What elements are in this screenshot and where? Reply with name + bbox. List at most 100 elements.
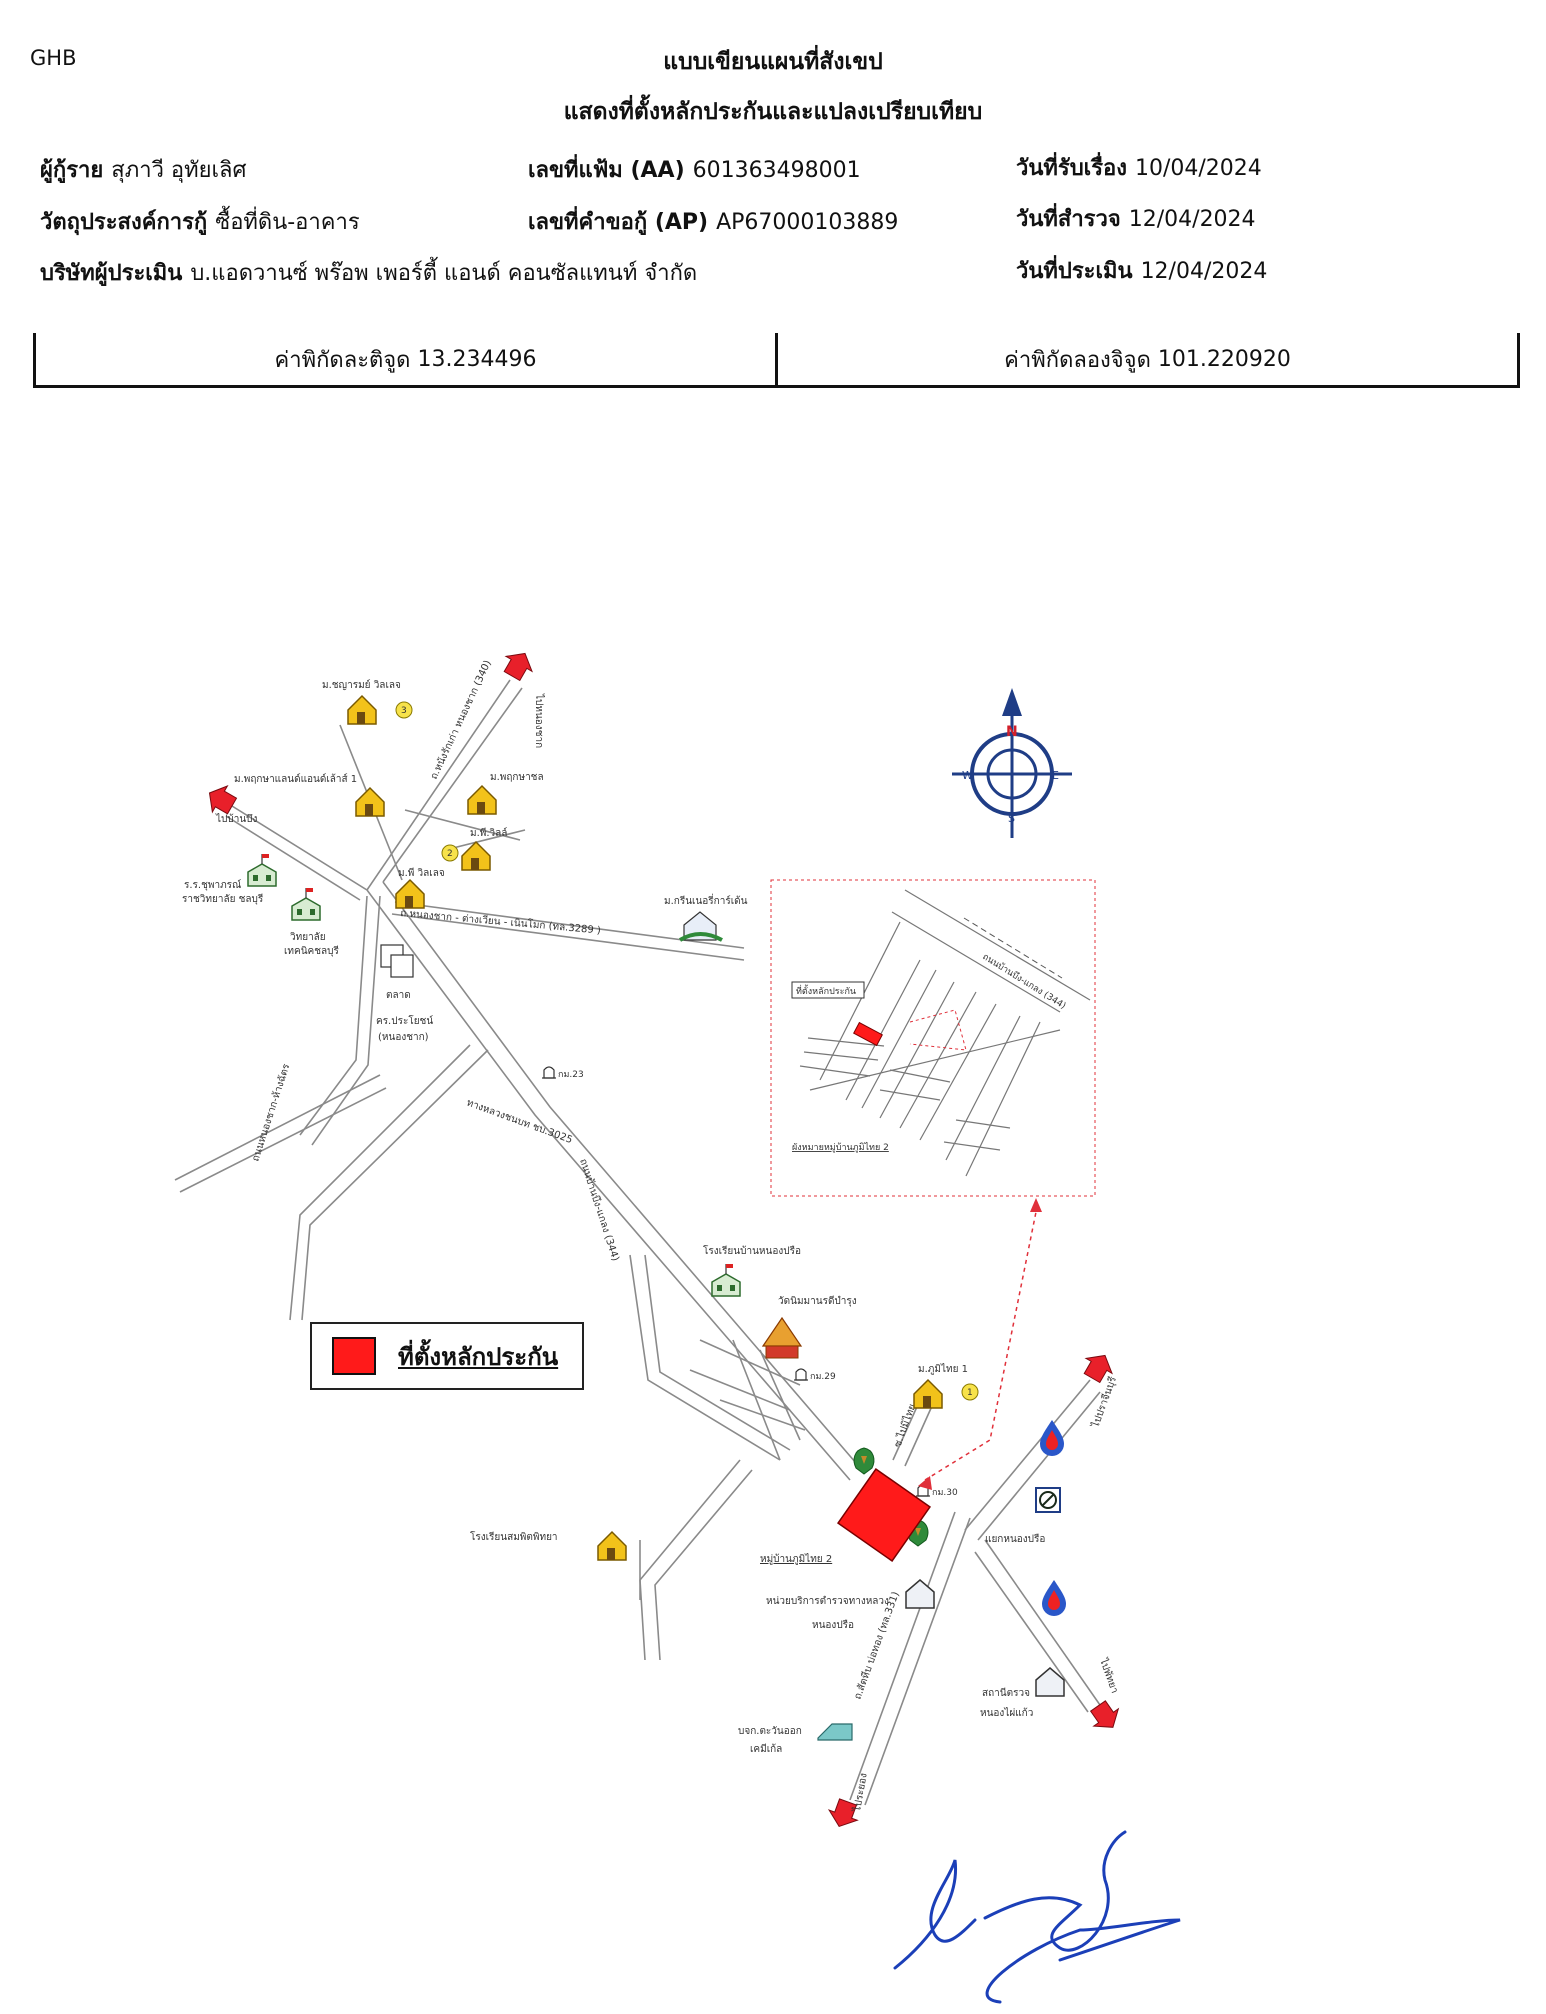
longitude-value: 101.220920 xyxy=(1157,346,1291,372)
file-no-value: 601363498001 xyxy=(692,158,861,183)
num-3-label: 3 xyxy=(401,706,407,716)
college-label-1: วิทยาลัย xyxy=(290,932,326,943)
station-label-1: สถานีตรวจ xyxy=(982,1687,1030,1699)
request-no-value: AP67000103889 xyxy=(716,210,899,235)
police-label-1: หน่วยบริการตำรวจทางหลวง xyxy=(766,1596,889,1607)
college-icon xyxy=(291,887,321,921)
direction-label-rayong: ไประยอง xyxy=(851,1772,870,1813)
village-label-pruksa-land: ม.พฤกษาแลนด์แอนด์เล้าส์ 1 xyxy=(234,773,357,785)
corner-code: GHB xyxy=(30,46,77,70)
temple-icon xyxy=(761,1316,803,1359)
school-label-nongpruek: โรงเรียนบ้านหนองปรือ xyxy=(703,1244,801,1257)
village-pv-icon: 2 xyxy=(441,841,491,871)
village-green-icon xyxy=(678,911,723,942)
appraisal-date-value: 12/04/2024 xyxy=(1140,259,1268,284)
soi-label-bhumi: ซ.ไปมิไทย xyxy=(892,1402,919,1449)
purpose-label: วัตถุประสงค์การกู้ xyxy=(40,210,208,235)
tree-icon xyxy=(853,1447,875,1475)
inset-connector-line xyxy=(924,1211,1037,1481)
file-no-label: เลขที่แฟ้ม (AA) xyxy=(528,158,685,183)
document-subtitle: แสดงที่ตั้งหลักประกันและแปลงเปรียบเทียบ xyxy=(563,99,983,125)
compass-s-label: S xyxy=(1008,812,1015,825)
temple-label: วัดนิมมานรดีบำรุง xyxy=(778,1295,857,1307)
inset-map: ที่ตั้งหลักประกัน ถนนบ้านบึง-แกลง (344) … xyxy=(770,879,1096,1197)
village-bhumi1-icon: 1 xyxy=(913,1379,979,1409)
factory-label-1: บจก.ตะวันออก xyxy=(738,1726,802,1737)
longitude-cell: ค่าพิกัดลองจิจูด 101.220920 xyxy=(775,333,1517,385)
school-nongpruek-icon xyxy=(711,1263,741,1297)
map-legend: ที่ตั้งหลักประกัน xyxy=(310,1322,584,1390)
appraisal-date-field: วันที่ประเมิน 12/04/2024 xyxy=(1016,253,1267,288)
direction-label-nongchak: ไปหนองชาก xyxy=(533,693,545,748)
km-30-label: กม.30 xyxy=(932,1488,958,1498)
college-label-2: เทคนิคชลบุรี xyxy=(284,945,339,957)
police-unit-icon xyxy=(905,1579,935,1609)
market-label-3: (หนองชาก) xyxy=(378,1032,429,1043)
collateral-site-marker xyxy=(836,1467,932,1563)
direction-label-banbueng: ไปบ้านบึง xyxy=(215,813,258,825)
borrower-value: สุภาวี อุทัยเลิศ xyxy=(111,158,247,183)
document-title: แบบเขียนแผนที่สังเขป xyxy=(663,49,883,75)
sketch-map: ถ.หนังรักเก่า หนองชาก (340) ไปหนองชาก ไป… xyxy=(174,645,1181,2004)
road-network xyxy=(174,679,1101,1806)
road-label-hw3025: ทางหลวงชนบท ชบ.3025 xyxy=(465,1097,574,1146)
village-label-pruksa: ม.พฤกษาชล xyxy=(490,772,544,783)
appraiser-value: บ.แอดวานซ์ พร๊อพ เพอร์ตี้ แอนด์ คอนซัลแท… xyxy=(190,261,698,286)
direction-label-pattaya: ไปพัทยา xyxy=(1097,1656,1121,1695)
village-pruksa-icon xyxy=(467,785,497,815)
inset-connector-arrowhead xyxy=(1030,1198,1042,1212)
school-label-chuparn-2: ราชวิทยาลัย ชลบุรี xyxy=(182,893,264,905)
file-no-field: เลขที่แฟ้ม (AA) 601363498001 xyxy=(528,152,861,187)
legend-swatch xyxy=(332,1337,376,1375)
village-chayaram-icon: 3 xyxy=(347,695,413,725)
km-29-label: กม.29 xyxy=(810,1372,836,1382)
compass-rose-icon: N E S W xyxy=(952,688,1072,838)
appraisal-date-label: วันที่ประเมิน xyxy=(1016,259,1133,284)
num-2-label: 2 xyxy=(447,849,453,859)
no-entry-sign-icon xyxy=(1035,1487,1061,1513)
road-label-nongchak-hangchat: ถนนหนองชาก-ห้างฉัตร xyxy=(249,1062,292,1163)
received-date-value: 10/04/2024 xyxy=(1134,156,1262,181)
direction-label-chonburi: ไปปราจีนบุรี xyxy=(1089,1374,1119,1430)
compass-w-label: W xyxy=(962,769,973,782)
inset-connector-arrowhead xyxy=(918,1476,932,1490)
market-label-2: คร.ประโยชน์ xyxy=(376,1014,433,1027)
village-label-pv: ม.พี.วิลล์ xyxy=(470,827,507,839)
inset-collateral-marker xyxy=(853,1021,883,1047)
num-1-label: 1 xyxy=(967,1388,973,1398)
km-23-icon xyxy=(541,1066,557,1079)
appraiser-label: บริษัทผู้ประเมิน xyxy=(40,261,183,286)
village-label-bhumi2: หมู่บ้านภูมิไทย 2 xyxy=(760,1553,832,1565)
market-icon xyxy=(380,944,414,978)
factory-icon xyxy=(817,1723,853,1741)
longitude-label: ค่าพิกัดลองจิจูด xyxy=(1004,347,1151,373)
road-label-banbung: ถ.หนังรักเก่า หนองชาก (340) xyxy=(429,659,494,782)
km-29-icon xyxy=(793,1368,809,1381)
market-label-1: ตลาด xyxy=(386,990,411,1001)
inset-caption: ผังหมายหมู่บ้านภูมิไทย 2 xyxy=(792,1142,889,1153)
survey-date-label: วันที่สำรวจ xyxy=(1016,207,1121,232)
borrower-label: ผู้กู้ราย xyxy=(40,158,104,183)
gas-station-icon xyxy=(1040,1420,1064,1456)
station-label-2: หนองไผ่แก้ว xyxy=(980,1707,1033,1719)
inspection-station-icon xyxy=(1035,1667,1065,1697)
survey-date-field: วันที่สำรวจ 12/04/2024 xyxy=(1016,201,1256,236)
coordinate-table: ค่าพิกัดละติจูด 13.234496 ค่าพิกัดลองจิจ… xyxy=(33,333,1520,388)
village-pt-icon xyxy=(395,879,425,909)
borrower-field: ผู้กู้ราย สุภาวี อุทัยเลิศ xyxy=(40,152,246,187)
school-sompit-icon xyxy=(597,1531,627,1561)
village-label-green: ม.กรีนเนอรี่การ์เด้น xyxy=(664,893,748,907)
school-label-chuparn-1: ร.ร.ชุพาภรณ์ xyxy=(184,879,241,891)
signature-scribble xyxy=(893,1830,1181,2004)
purpose-value: ซื้อที่ดิน-อาคาร xyxy=(215,210,360,235)
police-label-2: หนองปรือ xyxy=(812,1619,854,1631)
school-chuparn-icon xyxy=(247,853,277,887)
school-label-sompit: โรงเรียนสมพิตพิทยา xyxy=(470,1530,558,1543)
km-23-label: กม.23 xyxy=(558,1070,584,1080)
inset-collateral-label: ที่ตั้งหลักประกัน xyxy=(796,984,856,997)
survey-date-value: 12/04/2024 xyxy=(1128,207,1256,232)
request-no-field: เลขที่คำขอกู้ (AP)AP67000103889 xyxy=(528,204,898,239)
legend-label: ที่ตั้งหลักประกัน xyxy=(398,1342,559,1371)
purpose-field: วัตถุประสงค์การกู้ ซื้อที่ดิน-อาคาร xyxy=(40,204,360,239)
